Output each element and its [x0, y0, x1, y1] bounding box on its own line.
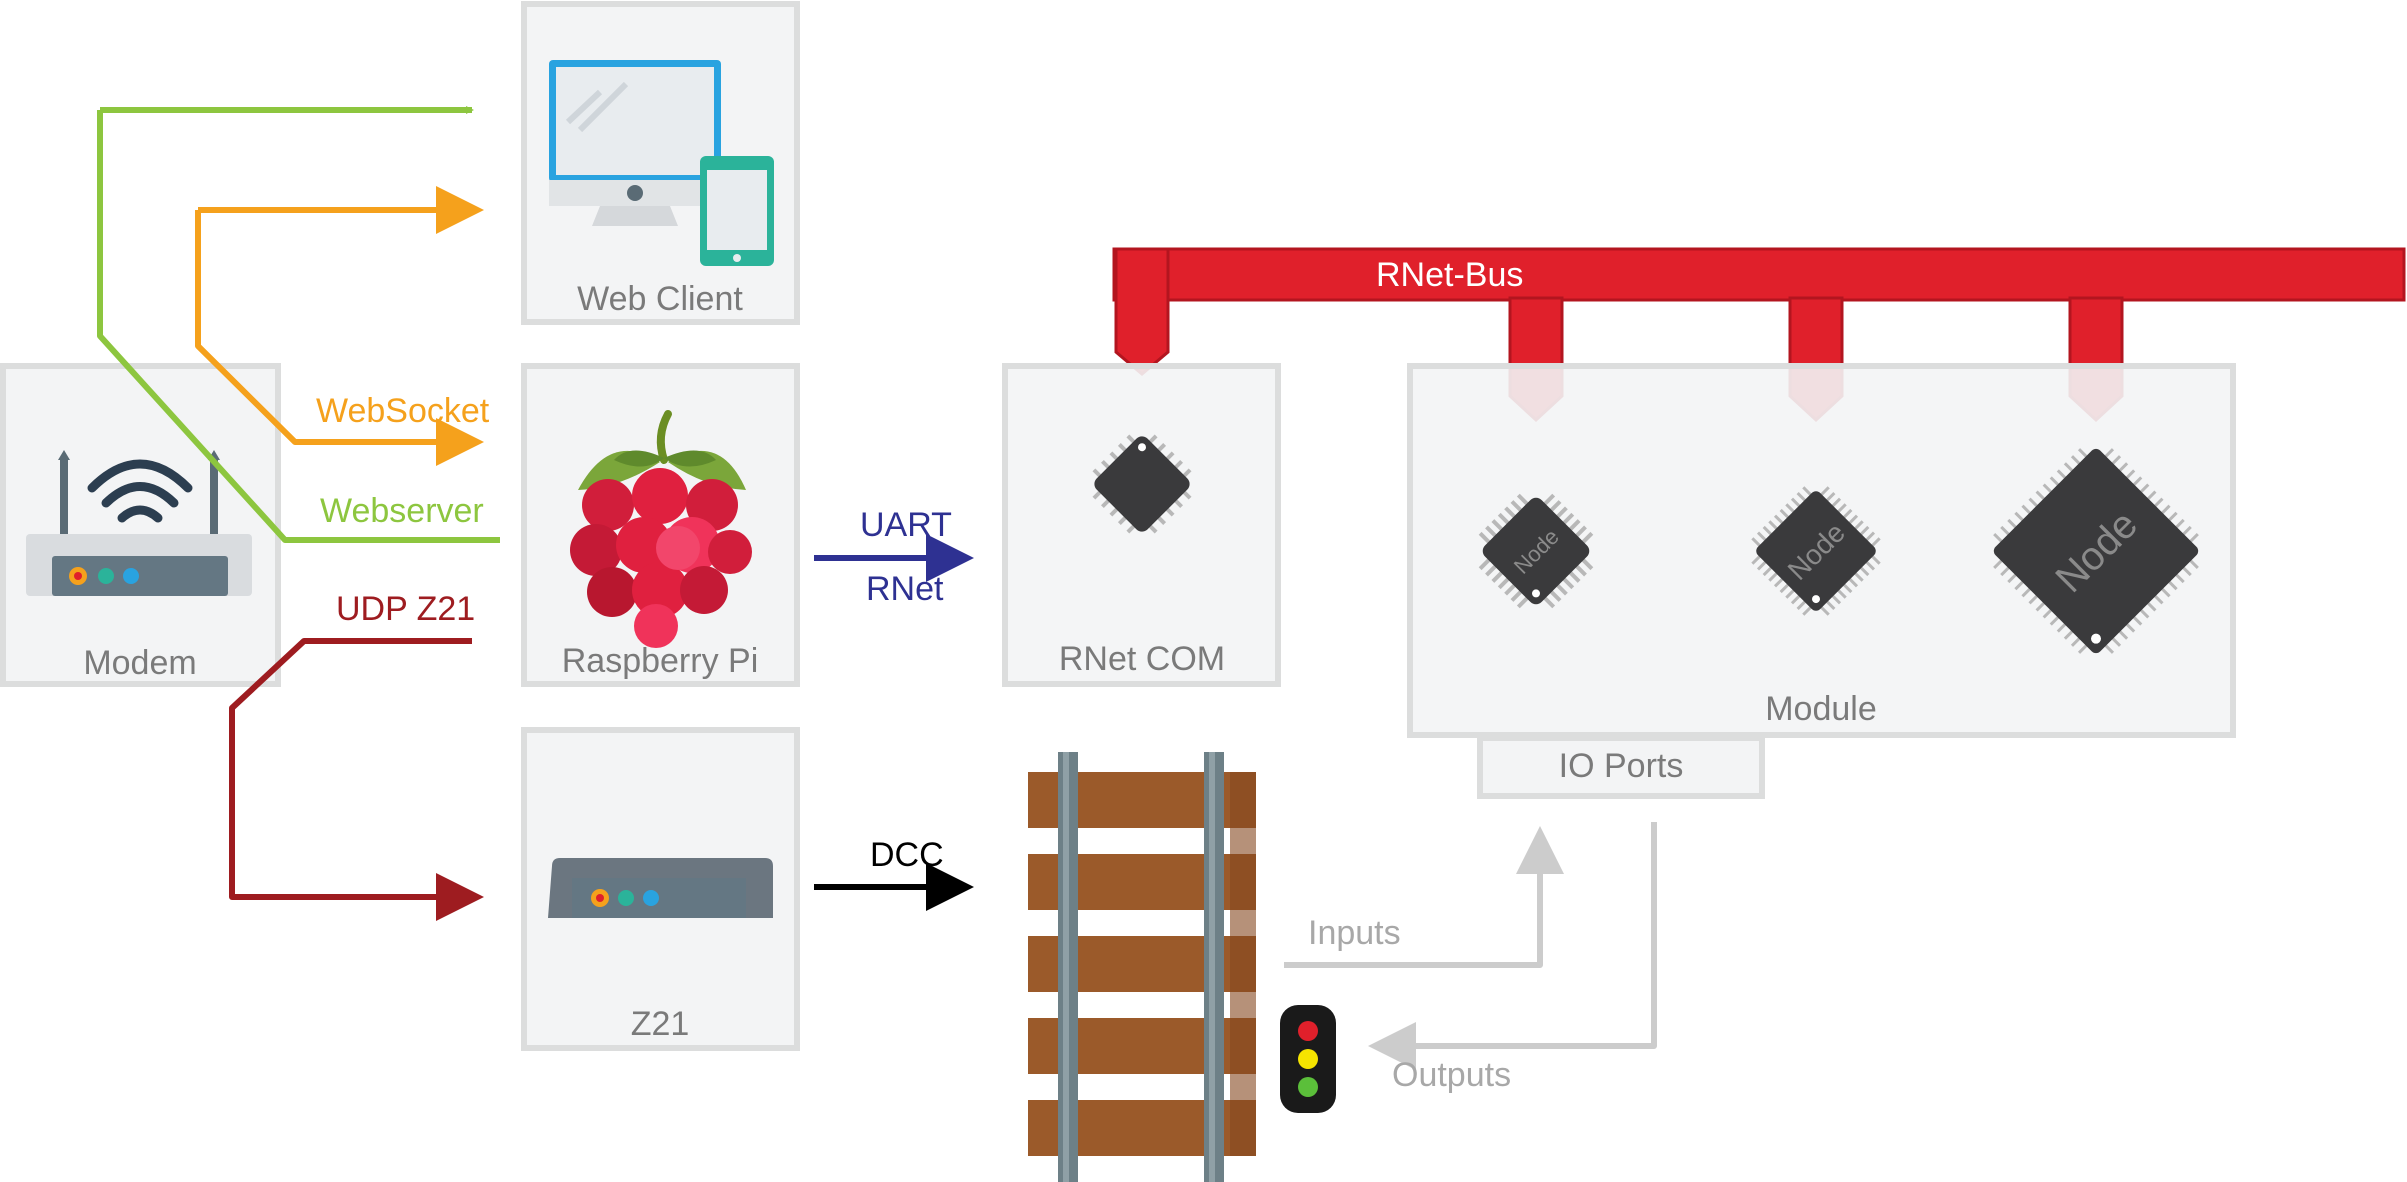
outputs-label: Outputs: [1392, 1056, 1511, 1094]
traffic-signal-icon: [1280, 1005, 1336, 1113]
rnet-label: RNet: [866, 570, 944, 608]
raspberry-pi-node: Raspberry Pi: [521, 363, 800, 687]
rnet-com-node: RNet COM: [1002, 363, 1281, 687]
router-icon: [26, 450, 252, 596]
command-station-icon: [548, 858, 773, 918]
io-ports-node: IO Ports: [1477, 735, 1765, 799]
io-ports-label: IO Ports: [1559, 747, 1684, 785]
webserver-connection: Webserver: [97, 106, 500, 543]
raspberry-pi-label: Raspberry Pi: [562, 642, 759, 680]
desktop-tablet-icon: [549, 60, 774, 266]
websocket-connection: WebSocket: [195, 186, 490, 466]
z21-node: Z21: [521, 727, 800, 1051]
raspberry-icon: [570, 410, 752, 648]
railway-track-icon: [1028, 752, 1256, 1182]
module-node: Node Node: [1407, 363, 2236, 738]
udp-z21-connection: UDP Z21: [229, 590, 484, 921]
uart-connection: UART RNet: [814, 506, 974, 608]
outputs-connection: Outputs: [1368, 822, 1657, 1094]
inputs-label: Inputs: [1308, 914, 1401, 952]
websocket-label: WebSocket: [316, 392, 490, 430]
web-client-label: Web Client: [577, 280, 743, 318]
rnet-bus-label: RNet-Bus: [1376, 256, 1523, 294]
module-label: Module: [1765, 690, 1877, 728]
dcc-connection: DCC: [814, 836, 974, 911]
webserver-label: Webserver: [320, 492, 484, 530]
web-client-node: Web Client: [521, 1, 800, 325]
node-chip-small: Node: [1478, 493, 1594, 609]
dcc-label: DCC: [870, 836, 944, 874]
microcontroller-chip-icon: [1092, 434, 1192, 534]
rnet-com-label: RNet COM: [1059, 640, 1225, 678]
udp-z21-label: UDP Z21: [336, 590, 475, 628]
modem-node: Modem: [0, 363, 281, 687]
inputs-connection: Inputs: [1284, 826, 1564, 968]
z21-label: Z21: [631, 1005, 690, 1043]
modem-label: Modem: [83, 644, 196, 682]
node-chip-large: Node: [1993, 448, 2199, 654]
uart-label: UART: [860, 506, 952, 544]
node-chip-medium: Node: [1751, 486, 1881, 616]
